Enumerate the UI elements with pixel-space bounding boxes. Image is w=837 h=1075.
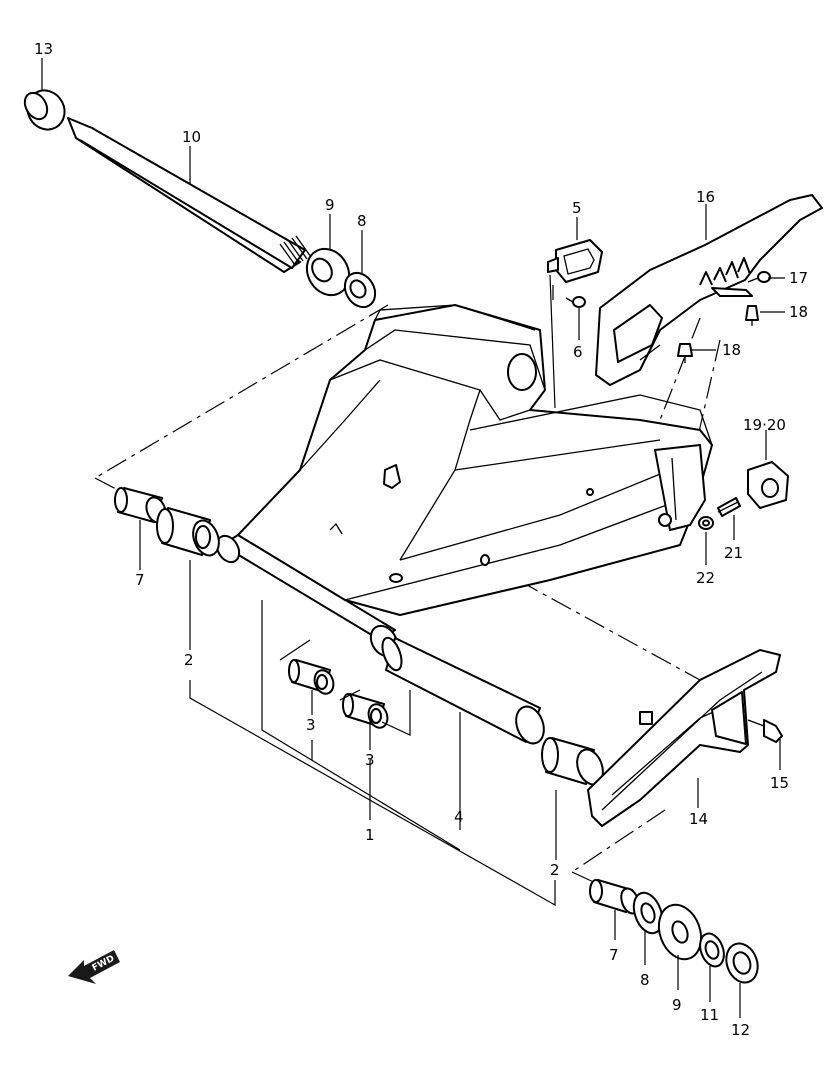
bolt-21 xyxy=(717,497,741,517)
pivot-shaft xyxy=(67,117,312,273)
collar-4 xyxy=(381,636,545,745)
callout-2-right: 2 xyxy=(550,861,560,879)
bracket-5 xyxy=(547,239,603,300)
clip-18-upper xyxy=(745,305,759,326)
callout-12: 12 xyxy=(731,1021,750,1039)
leader-lines xyxy=(41,58,785,1018)
washer-8-bottom xyxy=(632,891,664,935)
callout-14: 14 xyxy=(689,810,708,828)
nut-12 xyxy=(725,942,759,984)
bearing-9-bottom xyxy=(657,903,703,961)
chain-case-16 xyxy=(595,194,823,386)
fwd-arrow-icon: FWD xyxy=(68,950,120,984)
bearing-9-top xyxy=(305,247,351,297)
callout-7-right: 7 xyxy=(609,946,619,964)
bushing-2-left xyxy=(156,507,220,557)
washer-8-top xyxy=(343,271,377,309)
callout-7-left: 7 xyxy=(135,571,145,589)
washer-11 xyxy=(699,932,725,968)
callout-19-20: 19·20 xyxy=(743,416,786,434)
callout-9-bottom: 9 xyxy=(672,996,682,1014)
screw-6 xyxy=(565,296,586,308)
callout-11: 11 xyxy=(700,1006,719,1024)
bushing-2-right xyxy=(541,737,604,786)
callout-16: 16 xyxy=(696,188,715,206)
callout-18-lower: 18 xyxy=(722,341,741,359)
bolt-15 xyxy=(747,719,783,743)
callout-4: 4 xyxy=(454,808,464,826)
chain-guide-14 xyxy=(587,649,781,827)
bearing-3-lower xyxy=(342,693,389,729)
callout-10: 10 xyxy=(182,128,201,146)
screw-17 xyxy=(747,271,771,283)
clip-18-lower xyxy=(677,343,693,363)
callout-1: 1 xyxy=(365,826,375,844)
spacer-7-right xyxy=(589,879,640,915)
callout-3-lower: 3 xyxy=(365,751,375,769)
callout-15: 15 xyxy=(770,774,789,792)
callout-22: 22 xyxy=(696,569,715,587)
nut-22 xyxy=(698,516,714,530)
callout-8-bottom: 8 xyxy=(640,971,650,989)
callout-17: 17 xyxy=(789,269,808,287)
callout-6: 6 xyxy=(573,343,583,361)
callout-2-left: 2 xyxy=(184,651,194,669)
callout-21: 21 xyxy=(724,544,743,562)
bearing-3-upper xyxy=(288,659,335,695)
callout-18-upper: 18 xyxy=(789,303,808,321)
nut-13 xyxy=(23,89,66,131)
callout-8-top: 8 xyxy=(357,212,367,230)
callout-5: 5 xyxy=(572,199,582,217)
swingarm-body xyxy=(215,304,713,658)
callout-9-top: 9 xyxy=(325,196,335,214)
chain-adjuster-19-20 xyxy=(747,461,789,509)
callout-3-upper: 3 xyxy=(306,716,316,734)
callout-labels: 13 10 9 8 5 6 16 17 18 18 19·20 21 22 7 … xyxy=(34,40,808,1039)
callout-13: 13 xyxy=(34,40,53,58)
